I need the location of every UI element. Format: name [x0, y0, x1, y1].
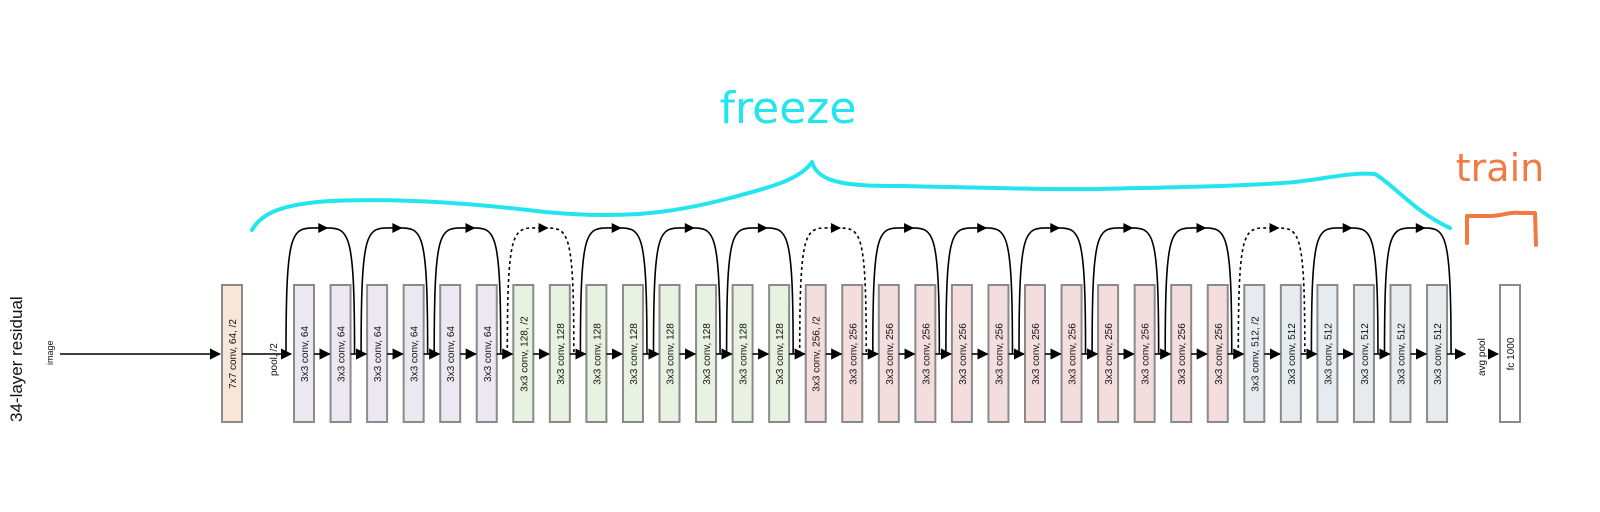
conv-layer-27: 3x3 conv, 512, /2	[1243, 284, 1266, 423]
conv-layer-24: 3x3 conv, 256	[1133, 284, 1156, 423]
avgpool-label: avg pool	[1477, 338, 1488, 376]
conv-layer-2: 3x3 conv, 64	[329, 284, 352, 423]
conv-layer-15-label: 3x3 conv, 256, /2	[812, 316, 823, 392]
skip-connections	[285, 223, 1452, 355]
pool-label: pool, /2	[269, 343, 280, 376]
train-bracket	[1465, 210, 1538, 247]
conv-layer-19-label: 3x3 conv, 256	[958, 323, 969, 385]
conv-layer-9: 3x3 conv, 128	[585, 284, 608, 423]
conv-layer-12-label: 3x3 conv, 128	[702, 323, 713, 385]
conv-layer-17-label: 3x3 conv, 256	[885, 323, 896, 385]
input-label: image	[45, 340, 55, 365]
conv7-layer: 7x7 conv, 64, /2	[221, 284, 243, 423]
conv-layer-28: 3x3 conv, 512	[1279, 284, 1302, 423]
conv-layer-17: 3x3 conv, 256	[877, 284, 900, 423]
freeze-label: freeze	[720, 83, 857, 134]
conv-layer-24-label: 3x3 conv, 256	[1141, 323, 1152, 385]
conv-layer-30: 3x3 conv, 512	[1352, 284, 1375, 423]
conv-layer-1: 3x3 conv, 64	[293, 284, 315, 423]
skip-arrowhead-12	[1123, 223, 1134, 233]
fc-layer-label: fc 1000	[1506, 337, 1517, 370]
conv-layer-10-label: 3x3 conv, 128	[629, 323, 640, 385]
conv-layer-14: 3x3 conv, 128	[768, 284, 791, 423]
skip-arrowhead-9	[904, 223, 915, 233]
skip-arrowhead-15	[1342, 223, 1353, 233]
conv-layer-23-label: 3x3 conv, 256	[1104, 323, 1115, 385]
layers-group: 7x7 conv, 64, /2 pool, /2 3x3 conv, 64 3x3 …	[221, 284, 1521, 423]
conv-layer-5: 3x3 conv, 64	[439, 284, 462, 423]
conv-layer-23: 3x3 conv, 256	[1097, 284, 1120, 423]
conv-layer-16-label: 3x3 conv, 256	[848, 323, 859, 385]
conv-layer-7-label: 3x3 conv, 128, /2	[519, 316, 530, 392]
conv-layer-1-label: 3x3 conv, 64	[300, 326, 311, 382]
conv-layer-11: 3x3 conv, 128	[658, 284, 681, 423]
network-label: 34-layer residual	[7, 296, 26, 422]
conv-layer-20: 3x3 conv, 256	[987, 284, 1010, 423]
conv-layer-18-label: 3x3 conv, 256	[921, 323, 932, 385]
conv-layer-3: 3x3 conv, 64	[366, 284, 389, 423]
freeze-brace	[250, 160, 1452, 232]
conv-layer-3-label: 3x3 conv, 64	[373, 326, 384, 382]
skip-arrowhead-8	[830, 223, 841, 233]
fc-layer: fc 1000	[1499, 284, 1521, 423]
conv-layer-28-label: 3x3 conv, 512	[1287, 323, 1298, 385]
conv-layer-5-label: 3x3 conv, 64	[446, 326, 457, 382]
conv-layer-32-label: 3x3 conv, 512	[1433, 323, 1444, 385]
conv-layer-27-label: 3x3 conv, 512, /2	[1250, 316, 1261, 392]
conv-layer-7: 3x3 conv, 128, /2	[512, 284, 535, 423]
fc-layer-box	[1499, 284, 1521, 423]
train-label: train	[1456, 146, 1544, 190]
skip-arrowhead-2	[392, 223, 403, 233]
skip-arrowhead-7	[757, 223, 768, 233]
conv-layer-2-label: 3x3 conv, 64	[337, 326, 348, 382]
conv-layer-9-label: 3x3 conv, 128	[592, 323, 603, 385]
conv-layer-21: 3x3 conv, 256	[1024, 284, 1046, 423]
conv-layer-29-label: 3x3 conv, 512	[1323, 323, 1334, 385]
conv-layer-25: 3x3 conv, 256	[1170, 284, 1193, 423]
conv-layer-25-label: 3x3 conv, 256	[1177, 323, 1188, 385]
conv-layer-10: 3x3 conv, 128	[621, 284, 644, 423]
skip-arrowhead-6	[684, 223, 695, 233]
conv-layer-4-label: 3x3 conv, 64	[410, 326, 421, 382]
conv-layer-32: 3x3 conv, 512	[1426, 284, 1449, 423]
conv-layer-20-label: 3x3 conv, 256	[994, 323, 1005, 385]
conv-layer-6-label: 3x3 conv, 64	[483, 326, 494, 382]
conv-layer-22: 3x3 conv, 256	[1060, 284, 1083, 423]
skip-arrowhead-16	[1415, 223, 1426, 233]
skip-arrowhead-5	[611, 223, 622, 233]
conv-layer-30-label: 3x3 conv, 512	[1360, 323, 1371, 385]
conv-layer-31-label: 3x3 conv, 512	[1397, 323, 1408, 385]
conv-layer-15: 3x3 conv, 256, /2	[804, 284, 827, 423]
skip-arrowhead-11	[1050, 223, 1061, 233]
skip-arrowhead-13	[1196, 223, 1207, 233]
skip-arrowhead-3	[465, 223, 476, 233]
conv-layer-8-label: 3x3 conv, 128	[556, 323, 567, 385]
conv-layer-19: 3x3 conv, 256	[950, 284, 973, 423]
conv-layer-26: 3x3 conv, 256	[1206, 284, 1229, 423]
conv-layer-18: 3x3 conv, 256	[914, 284, 937, 423]
conv7-layer-label: 7x7 conv, 64, /2	[228, 319, 239, 389]
conv-layer-29: 3x3 conv, 512	[1316, 284, 1339, 423]
skip-arrowhead-1	[318, 223, 329, 233]
conv-layer-13: 3x3 conv, 128	[731, 284, 754, 423]
conv-layer-8: 3x3 conv, 128	[548, 284, 571, 423]
conv-layer-22-label: 3x3 conv, 256	[1068, 323, 1079, 385]
conv-layer-31: 3x3 conv, 512	[1389, 284, 1412, 423]
conv-layer-11-label: 3x3 conv, 128	[666, 323, 677, 385]
conv-layer-21-label: 3x3 conv, 256	[1031, 323, 1042, 385]
conv-layer-4: 3x3 conv, 64	[402, 284, 425, 423]
conv-layer-6: 3x3 conv, 64	[475, 284, 498, 423]
conv-layer-14-label: 3x3 conv, 128	[775, 323, 786, 385]
skip-arrowhead-4	[538, 223, 549, 233]
skip-arrowhead-10	[977, 223, 988, 233]
conv-layer-13-label: 3x3 conv, 128	[739, 323, 750, 385]
conv-layer-26-label: 3x3 conv, 256	[1214, 323, 1225, 385]
skip-arrowhead-14	[1269, 223, 1280, 233]
conv-layer-16: 3x3 conv, 256	[841, 284, 864, 423]
conv-layer-12: 3x3 conv, 128	[695, 284, 718, 423]
